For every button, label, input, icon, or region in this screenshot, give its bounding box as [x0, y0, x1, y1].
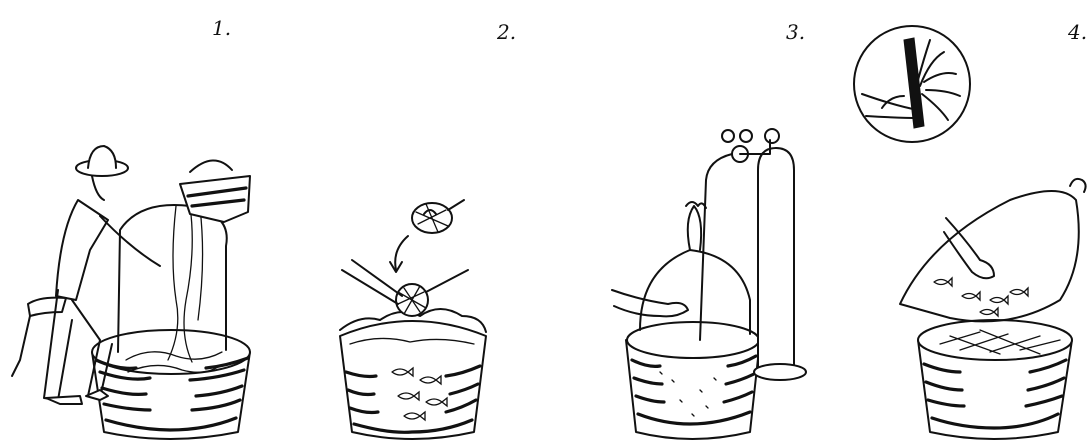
net-with-fish — [412, 200, 464, 233]
bucket — [180, 160, 250, 222]
oxygen-hose — [700, 154, 732, 340]
panel-3-adding-oxygen — [612, 129, 806, 439]
arrow-down — [395, 236, 408, 270]
panel-4-releasing-fish — [854, 26, 1086, 439]
fish-school-4 — [934, 278, 1028, 316]
hand-3 — [612, 290, 688, 316]
hand-4 — [944, 218, 994, 278]
detail-inset — [854, 26, 970, 142]
hand-net — [342, 260, 468, 316]
basket-4 — [918, 320, 1072, 439]
panel-2-adding-fish — [340, 200, 486, 439]
basket-3 — [626, 322, 760, 439]
plastic-bag-4 — [900, 191, 1079, 321]
panel-1-pouring-water — [12, 146, 250, 439]
